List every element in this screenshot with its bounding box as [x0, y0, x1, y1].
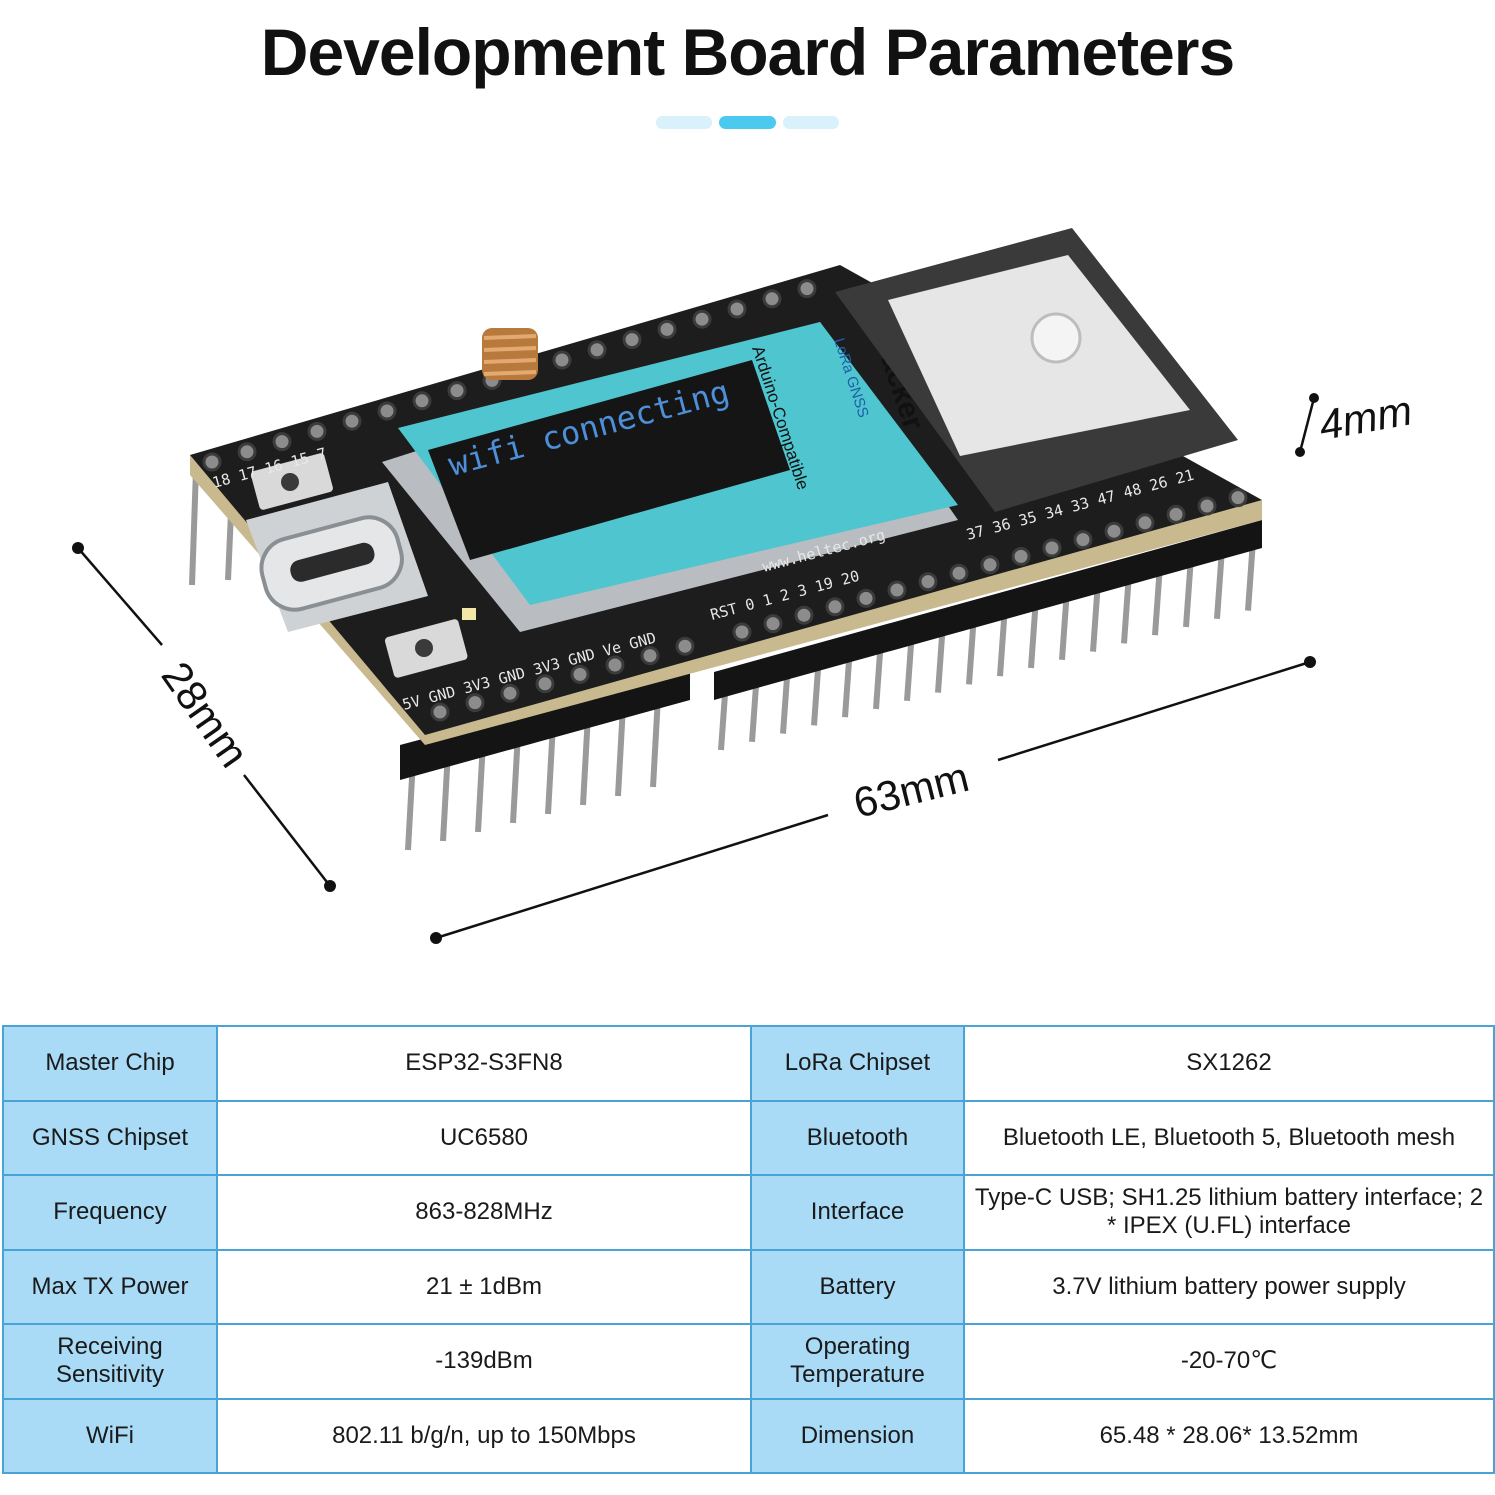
- header-pad: [412, 391, 432, 411]
- spec-value: Type-C USB; SH1.25 lithium battery inter…: [963, 1174, 1495, 1251]
- button-bottom: [384, 619, 468, 678]
- header-pad: [918, 572, 938, 592]
- title-underline: [0, 116, 1495, 130]
- header-pad: [1197, 496, 1217, 516]
- button-top: [250, 453, 333, 510]
- spec-value: -139dBm: [216, 1323, 752, 1400]
- header-pad: [657, 319, 677, 339]
- header-pad: [763, 614, 783, 634]
- spec-value: 65.48 * 28.06* 13.52mm: [963, 1397, 1495, 1474]
- header-pad: [732, 622, 752, 642]
- header-pad: [272, 432, 292, 452]
- header-pad: [605, 655, 625, 675]
- header-pad: [640, 646, 660, 666]
- header-pad: [675, 636, 695, 656]
- header-pad: [797, 279, 817, 299]
- header-pad: [447, 381, 467, 401]
- header-pad: [465, 693, 485, 713]
- header-pad: [535, 674, 555, 694]
- header-pad: [1042, 538, 1062, 558]
- underline-dash-right: [783, 116, 839, 129]
- header-pad: [430, 702, 450, 722]
- spec-value: ESP32-S3FN8: [216, 1025, 752, 1102]
- spec-label: GNSS Chipset: [2, 1099, 218, 1176]
- header-strip-mid: [714, 520, 1262, 700]
- underline-dash-left: [656, 116, 712, 129]
- header-pad: [825, 597, 845, 617]
- spec-value: 21 ± 1dBm: [216, 1248, 752, 1325]
- header-pad: [622, 330, 642, 350]
- dimension-63mm-label: 63mm: [849, 753, 974, 827]
- header-pad: [1011, 546, 1031, 566]
- header-pad: [1104, 521, 1124, 541]
- antenna-spring: [482, 328, 538, 380]
- spec-value: 802.11 b/g/n, up to 150Mbps: [216, 1397, 752, 1474]
- status-led: [462, 608, 476, 620]
- header-pad: [552, 350, 572, 370]
- spec-value: SX1262: [963, 1025, 1495, 1102]
- spec-label: Battery: [750, 1248, 965, 1325]
- header-pad: [980, 555, 1000, 575]
- header-pad: [377, 401, 397, 421]
- dimension-28mm-label: 28mm: [153, 653, 258, 776]
- spec-label: Operating Temperature: [750, 1323, 965, 1400]
- dimension-4mm-label: 4mm: [1315, 386, 1415, 448]
- header-pad: [570, 664, 590, 684]
- header-pad: [202, 452, 222, 472]
- header-pad: [692, 309, 712, 329]
- spec-label: Interface: [750, 1174, 965, 1251]
- usb-c-port: [246, 482, 428, 632]
- page-title: Development Board Parameters: [260, 15, 1235, 89]
- header-pin: [1214, 548, 1225, 620]
- header-pad: [500, 683, 520, 703]
- spec-value: 3.7V lithium battery power supply: [963, 1248, 1495, 1325]
- spec-value: 863-828MHz: [216, 1174, 752, 1251]
- oled-screen: [428, 360, 790, 560]
- spec-label: Receiving Sensitivity: [2, 1323, 218, 1400]
- header-pin: [1245, 540, 1256, 611]
- header-pads: [202, 279, 1248, 722]
- header-pin: [1152, 564, 1163, 636]
- underline-dash-center: [719, 116, 776, 129]
- header-pad: [949, 563, 969, 583]
- header-pad: [1166, 504, 1186, 524]
- spec-label: Dimension: [750, 1397, 965, 1474]
- header-pad: [727, 299, 747, 319]
- header-pad: [856, 588, 876, 608]
- header-pad: [587, 340, 607, 360]
- header-strip-bottom: [400, 668, 690, 780]
- spec-label: LoRa Chipset: [750, 1025, 965, 1102]
- header-pad: [1135, 513, 1155, 533]
- header-pin: [189, 469, 199, 586]
- header-pin: [1183, 556, 1194, 628]
- spec-label: Bluetooth: [750, 1099, 965, 1176]
- header-pad: [307, 421, 327, 441]
- header-pad: [1228, 488, 1248, 508]
- header-pad: [794, 605, 814, 625]
- header-pad: [1073, 530, 1093, 550]
- spec-label: Frequency: [2, 1174, 218, 1251]
- spec-value: -20-70℃: [963, 1323, 1495, 1400]
- oled-module: wifi connecting Tracker LoRa GNSS Arduin…: [382, 322, 958, 632]
- header-pad: [887, 580, 907, 600]
- board-illustration: wifi connecting Tracker LoRa GNSS Arduin…: [72, 228, 1415, 944]
- spec-value: Bluetooth LE, Bluetooth 5, Bluetooth mes…: [963, 1099, 1495, 1176]
- gnss-antenna: [835, 228, 1238, 512]
- dimension-4mm: 4mm: [1295, 386, 1415, 457]
- header-pad: [762, 289, 782, 309]
- spec-label: WiFi: [2, 1397, 218, 1474]
- header-pins-bottom: [400, 520, 1262, 851]
- spec-label: Master Chip: [2, 1025, 218, 1102]
- spec-label: Max TX Power: [2, 1248, 218, 1325]
- header-pad: [237, 442, 257, 462]
- spec-value: UC6580: [216, 1099, 752, 1176]
- header-pad: [342, 411, 362, 431]
